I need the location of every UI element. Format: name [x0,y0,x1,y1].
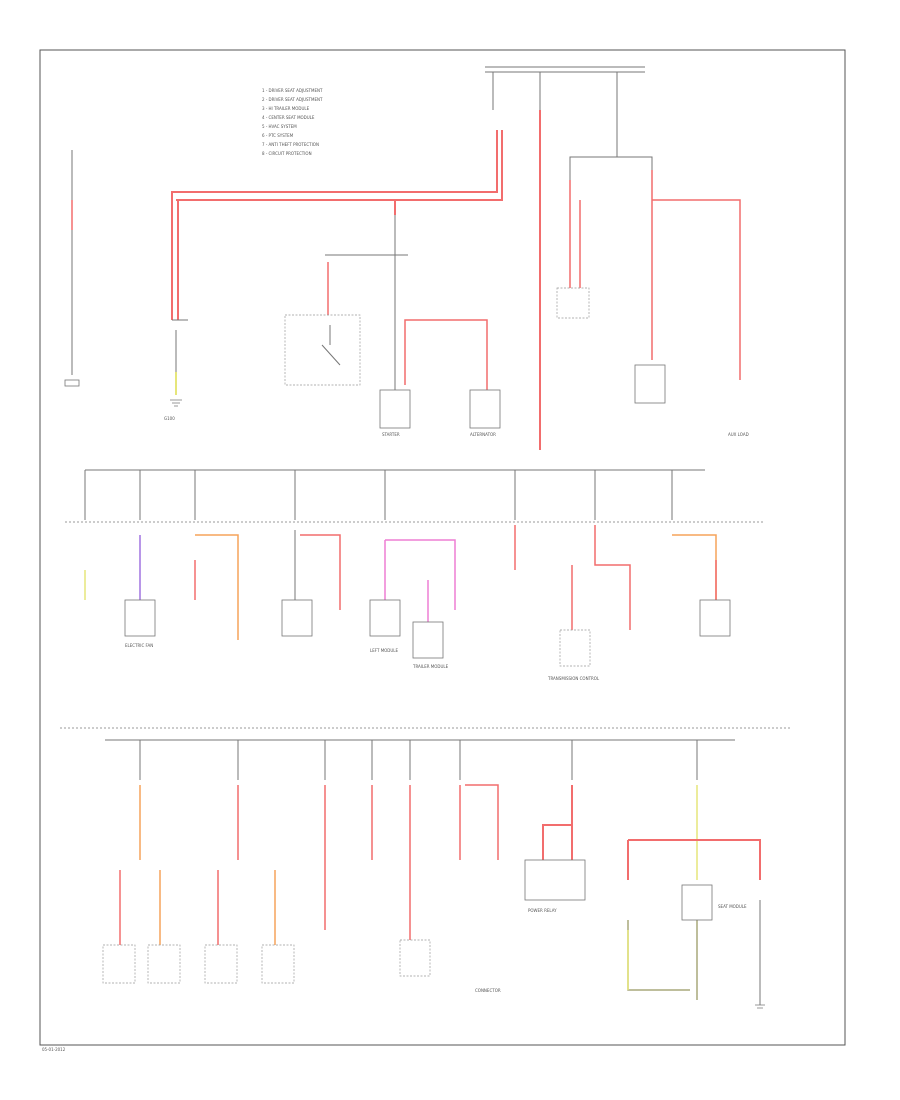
wire-orange-m3 [195,534,239,640]
seat-module-label: SEAT MODULE [718,904,747,909]
wire-red-b6 [409,785,461,940]
footer-code: 05-01-2012 [42,1047,66,1052]
legend-item-7: 7 - ANTI THEFT PROTECTION [262,142,319,147]
bottom-module-5 [399,939,431,977]
left-module-label: LEFT MODULE [370,648,399,653]
bottom-module-1 [102,944,136,984]
battery-post [172,319,188,390]
legend-item-8: 8 - CIRCUIT PROTECTION [262,151,312,156]
legend-item-4: 4 - CENTER SEAT MODULE [262,115,315,120]
wire-red-right-a [569,180,581,290]
seat-module-relay [681,884,713,921]
starter-box [379,389,411,429]
electric-fan-box [124,599,156,637]
left-module-box [369,599,401,637]
connector-label: CONNECTOR [475,988,501,993]
diagram-frame [39,49,846,1046]
ground-label: G100 [164,416,175,421]
wire-red-b5 [324,785,373,930]
wire-orange-m9 [672,534,717,600]
wire-olive-b10 [627,920,698,1000]
wire-red-b9 [627,839,761,880]
wire-red-alternator [404,319,488,390]
ground-symbol-2 [755,1004,765,1009]
trailer-module-box [412,621,444,659]
auxiliary-label: AUX LOAD [728,432,749,437]
relay-coil [321,325,341,366]
starter-label: STARTER [382,432,400,437]
legend: 1 - DRIVER SEAT ADJUSTMENT 2 - DRIVER SE… [262,88,323,156]
wire-red-m8 [571,525,631,640]
electric-fan-label: ELECTRIC FAN [125,643,153,648]
legend-item-6: 6 - PTC SYSTEM [262,133,294,138]
bottom-module-4 [261,944,295,984]
middle-fuse-drops [84,470,673,520]
legend-item-3: 3 - HI TRAILER MODULE [262,106,310,111]
transmission-control-box [559,629,591,667]
right-module-a [556,287,590,319]
power-relay-label: POWER RELAY [528,908,557,913]
power-relay-box [524,859,586,901]
legend-item-5: 5 - HVAC SYSTEM [262,124,297,129]
wire-right-distribution [569,110,653,180]
trailer-module-label: TRAILER MODULE [412,664,449,669]
ground-symbol-1 [170,399,182,407]
transmission-control-label: TRANSMISSION CONTROL [547,676,600,681]
right-module-box [699,599,731,637]
wire-red-b3 [217,785,239,955]
top-bus-drop-left [492,72,618,112]
wire-red-right-b [651,170,741,380]
legend-item-1: 1 - DRIVER SEAT ADJUSTMENT [262,88,323,93]
wire-red-main-feed [171,130,503,320]
wire-red-b8 [542,785,573,860]
wire-red-b7 [465,784,499,860]
bottom-module-2 [147,944,181,984]
wire-starter-feed [325,215,408,390]
alternator-box [469,389,501,429]
seat-module-box [281,599,313,637]
wire-pink-m5 [384,539,456,610]
top-power-bus [485,66,645,73]
relay-box [284,314,361,386]
bottom-module-3 [204,944,238,984]
bottom-fuse-drops [139,740,698,780]
right-module-b [634,364,666,404]
legend-item-2: 2 - DRIVER SEAT ADJUSTMENT [262,97,323,102]
wire-red-m4 [300,534,341,610]
alternator-label: ALTERNATOR [470,432,496,437]
left-switch [64,379,80,387]
